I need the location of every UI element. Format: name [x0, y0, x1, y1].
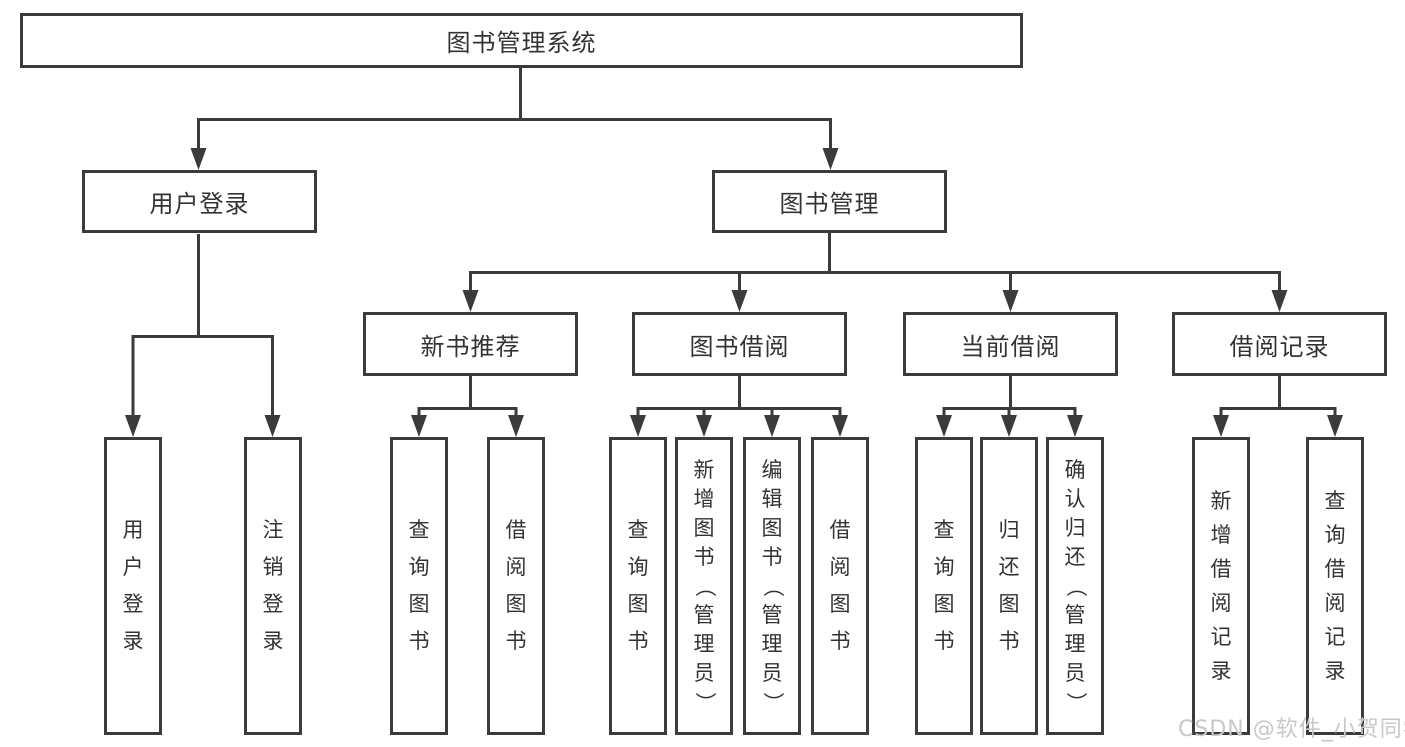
leaf-user-login: 用户登录 [104, 437, 162, 735]
node-current-borrowing: 当前借阅 [903, 312, 1118, 376]
node-user-login: 用户登录 [82, 170, 317, 233]
arrowhead [1001, 415, 1017, 437]
arrowhead [462, 290, 479, 312]
arrowhead [731, 290, 748, 312]
leaf-return-books: 归还图书 [980, 437, 1038, 735]
arrowhead [936, 415, 952, 437]
node-book-management: 图书管理 [712, 170, 947, 233]
arrowhead [264, 415, 281, 437]
leaf-logout: 注销登录 [244, 437, 302, 735]
node-book-borrowing: 图书借阅 [632, 312, 847, 376]
watermark: CSDN @软件_小贺同学 [1178, 717, 1405, 742]
connector-paths [131, 68, 1337, 416]
leaf-confirm-return-admin: 确认归还（管理员） [1046, 437, 1104, 735]
connector-root-to-level2 [197, 68, 832, 148]
node-new-book-recommend: 新书推荐 [363, 312, 578, 376]
arrowhead [696, 415, 712, 437]
arrowhead [630, 415, 646, 437]
arrowhead [508, 415, 524, 437]
arrowhead [764, 415, 780, 437]
arrowhead [411, 415, 427, 437]
connector-current-borrow-to-leaves [942, 376, 1077, 416]
node-borrowing-records: 借阅记录 [1172, 312, 1387, 376]
node-root: 图书管理系统 [20, 13, 1023, 68]
leaf-edit-book-admin: 编辑图书（管理员） [743, 437, 801, 735]
arrowhead [1213, 415, 1229, 437]
leaf-add-borrow-record: 新增借阅记录 [1192, 437, 1250, 735]
connector-book-management-to-level3 [469, 233, 1281, 290]
connector-book-borrow-to-leaves [636, 376, 842, 416]
connector-user-login-to-leaves [131, 234, 274, 415]
arrowhead [1327, 415, 1343, 437]
arrowhead [832, 415, 848, 437]
arrowhead [1271, 290, 1288, 312]
arrowhead [190, 148, 207, 170]
leaf-borrow-books-borrowing: 借阅图书 [811, 437, 869, 735]
arrowhead [125, 415, 141, 437]
leaf-query-books-recommend: 查询图书 [390, 437, 448, 735]
leaf-add-book-admin: 新增图书（管理员） [675, 437, 733, 735]
arrowheads [125, 148, 1343, 437]
connector-records-to-leaves [1219, 376, 1337, 416]
arrowhead [822, 148, 839, 170]
connector-new-book-to-leaves [417, 376, 518, 416]
leaf-query-books-current: 查询图书 [915, 437, 973, 735]
arrowhead [1067, 415, 1083, 437]
leaf-query-books-borrowing: 查询图书 [609, 437, 667, 735]
leaf-query-borrow-record: 查询借阅记录 [1306, 437, 1364, 735]
leaf-borrow-books-recommend: 借阅图书 [487, 437, 545, 735]
arrowhead [1002, 290, 1019, 312]
